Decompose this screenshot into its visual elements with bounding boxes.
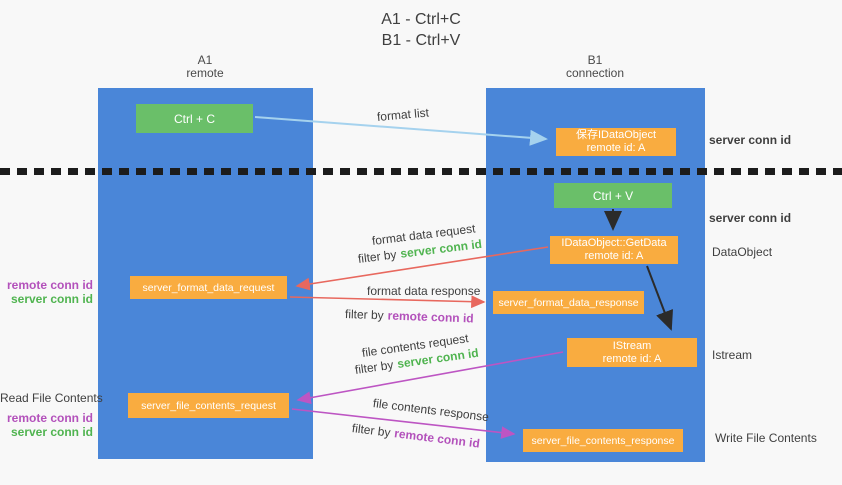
label-file-contents-response: file contents response xyxy=(372,396,490,425)
lifeline-b1-name: B1 xyxy=(587,53,603,67)
annotation-save-server-conn-id: server conn id xyxy=(709,133,792,147)
node-save-dataobject-line1: 保存IDataObject xyxy=(575,129,657,141)
node-server-format-data-response: server_format_data_response xyxy=(493,291,644,314)
node-server-file-contents-request: server_file_contents_request xyxy=(128,393,289,418)
node-server-format-data-request-label: server_format_data_request xyxy=(142,281,275,294)
lifeline-a1-name: A1 xyxy=(197,53,213,67)
node-istream-line2: remote id: A xyxy=(602,352,662,365)
annotation-format-server-conn-id: server conn id xyxy=(10,292,93,306)
label-format-data-response: format data response xyxy=(367,284,481,298)
title-line-2: B1 - Ctrl+V xyxy=(381,32,461,49)
lifeline-a1-role: remote xyxy=(186,66,224,80)
annotation-read-file-contents: Read File Contents xyxy=(0,391,103,405)
node-istream: IStream remote id: A xyxy=(567,338,697,367)
label-format-list: format list xyxy=(376,105,430,124)
filter-key-remote-conn-id: remote conn id xyxy=(393,426,481,451)
annotation-write-file-contents: Write File Contents xyxy=(715,431,817,445)
filter-prefix: filter by xyxy=(354,357,395,377)
node-ctrl-v: Ctrl + V xyxy=(554,183,672,208)
lifeline-header-b1: B1 connection xyxy=(535,54,655,80)
annotation-file-server-conn-id: server conn id xyxy=(10,425,93,439)
node-getdata-line1: IDataObject::GetData xyxy=(561,237,667,249)
node-getdata: IDataObject::GetData remote id: A xyxy=(550,236,678,264)
session-divider xyxy=(0,168,842,175)
lifeline-header-a1: A1 remote xyxy=(145,54,265,80)
node-server-format-data-response-label: server_format_data_response xyxy=(498,296,639,309)
filter-prefix: filter by xyxy=(351,421,392,440)
node-istream-line1: IStream xyxy=(612,339,652,352)
annotation-format-remote-conn-id: remote conn id xyxy=(6,278,93,292)
filter-prefix: filter by xyxy=(357,247,398,266)
node-server-file-contents-response-label: server_file_contents_response xyxy=(531,434,675,447)
filter-prefix: filter by xyxy=(344,307,384,323)
node-server-file-contents-response: server_file_contents_response xyxy=(523,429,683,452)
node-ctrl-c-label: Ctrl + C xyxy=(173,111,215,126)
diagram-title: A1 - Ctrl+C B1 - Ctrl+V xyxy=(0,9,842,51)
node-server-file-contents-request-label: server_file_contents_request xyxy=(141,399,276,412)
node-save-dataobject: 保存IDataObject remote id: A xyxy=(556,128,676,156)
annotation-istream: Istream xyxy=(712,348,753,362)
annotation-paste-server-conn-id: server conn id xyxy=(709,211,792,225)
annotation-file-remote-conn-id: remote conn id xyxy=(6,411,93,425)
node-ctrl-c: Ctrl + C xyxy=(136,104,253,133)
filter-key-remote-conn-id: remote conn id xyxy=(387,308,474,326)
lifeline-b1-role: connection xyxy=(565,66,625,80)
title-line-1: A1 - Ctrl+C xyxy=(381,11,461,28)
node-save-dataobject-line2: remote id: A xyxy=(586,142,646,154)
node-getdata-line2: remote id: A xyxy=(584,250,644,262)
node-server-format-data-request: server_format_data_request xyxy=(130,276,287,299)
node-ctrl-v-label: Ctrl + V xyxy=(592,188,634,203)
annotation-dataobject: DataObject xyxy=(712,245,773,259)
